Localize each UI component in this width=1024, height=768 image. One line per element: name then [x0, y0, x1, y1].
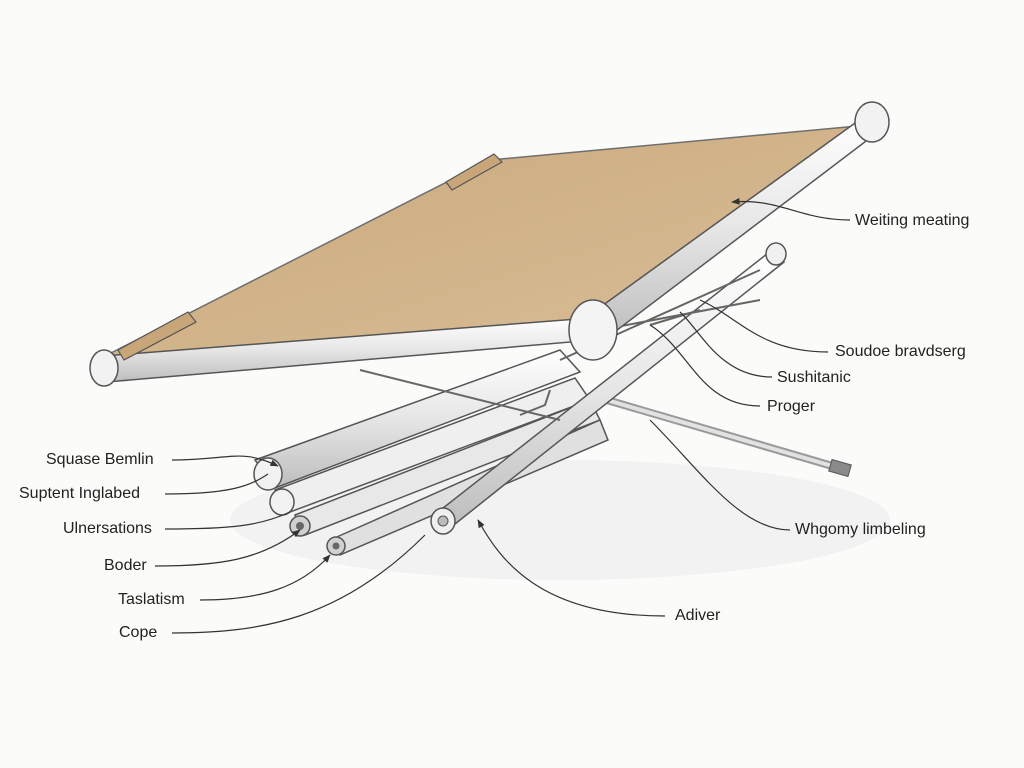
label-proger: Proger [767, 398, 816, 415]
label-soudoe-bravdserg: Soudoe bravdserg [835, 343, 966, 360]
label-boder: Boder [104, 557, 147, 574]
label-suptent-inglabed: Suptent Inglabed [19, 485, 140, 502]
label-adiver: Adiver [675, 607, 721, 624]
label-taslatism: Taslatism [118, 591, 185, 608]
label-squase-bemlin: Squase Bemlin [46, 451, 154, 468]
rear-leg-rod [596, 394, 852, 478]
label-ulnersations: Ulnersations [63, 520, 152, 537]
canvas-bed [104, 125, 861, 357]
label-cope: Cope [119, 624, 158, 641]
side-rail-right [568, 101, 890, 361]
end-rail-caps [117, 153, 503, 361]
label-weiting-meating: Weiting meating [855, 212, 970, 229]
front-leg-tube [430, 242, 787, 535]
label-whgomy-limbeling: Whgomy limbeling [795, 521, 926, 538]
leader-lines [154, 198, 851, 634]
label-sushitanic: Sushitanic [777, 369, 851, 386]
